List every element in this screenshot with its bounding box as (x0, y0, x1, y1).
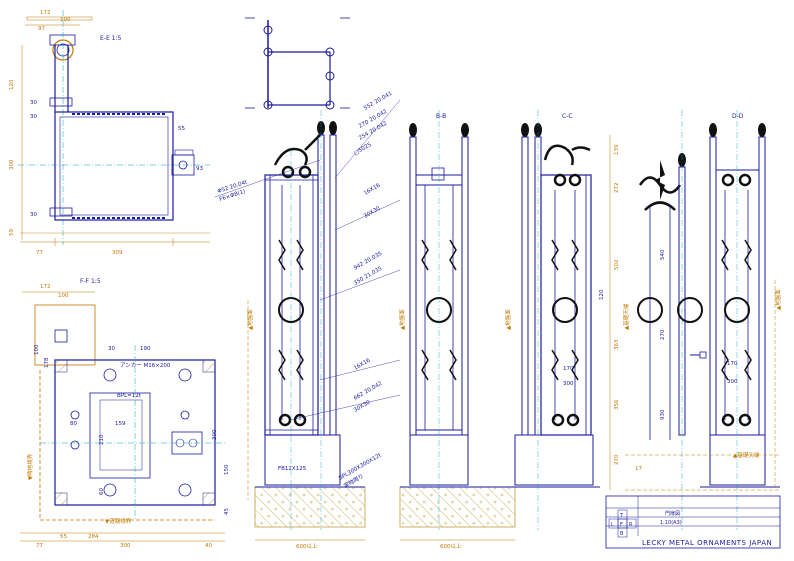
front-label-6: □5025 (353, 142, 373, 157)
base-dim-100: 100 (58, 293, 69, 299)
section-cc: C-C 170 300 120 ▲地盤面 139 272 502 363 356 (504, 110, 630, 530)
base-dim-300b: 300 (120, 543, 131, 549)
tb-b: B (620, 531, 624, 537)
section-dd: D-D 540 270 930 170 (625, 110, 782, 530)
front-label-8: 30X30 (363, 205, 382, 219)
plan-dim-172: 172 (40, 10, 51, 16)
cc-dim-300: 300 (563, 381, 574, 387)
cc-ground-label: ▲地盤面 (504, 309, 512, 330)
plan-dim-55: 55 (178, 126, 185, 132)
front-label-7: 16X16 (363, 182, 382, 196)
plan-dim-77: 77 (36, 250, 43, 256)
front-ground-label: ▲地盤面 (246, 309, 254, 330)
side-boundary-label: ▼隣地境界 (26, 453, 34, 480)
base-dim-77: 77 (36, 543, 43, 549)
dd-dim-300: 300 (727, 379, 738, 385)
cc-dim-170: 170 (563, 366, 574, 372)
dd-dim-17: 17 (635, 466, 642, 472)
dd-ground-label: ▲地盤面 (774, 289, 782, 310)
base-dim-284: 284 (88, 534, 99, 540)
plan-dim-59: 59 (9, 229, 15, 236)
base-dim-150: 150 (224, 464, 230, 475)
tb-company: LECKY METAL ORNAMENTS JAPAN (642, 539, 772, 547)
dd-dim-930: 930 (660, 409, 666, 420)
dim-356: 356 (614, 399, 620, 410)
plan-dim-97: 97 (38, 26, 45, 32)
base-dim-300: 300 (212, 429, 218, 440)
base-dim-159: 159 (115, 421, 126, 427)
plan-dim-100: 100 (60, 17, 71, 23)
section-dd-label: D-D (732, 113, 744, 120)
dim-272: 272 (614, 183, 620, 194)
road-boundary-label: ▼道路境界 (105, 517, 132, 525)
plan-dim-300: 300 (9, 159, 15, 170)
plan-dim-30b: 30 (30, 114, 37, 120)
section-bb: B-B 600以上 ▲地盤面 (398, 110, 516, 550)
base-dim-60: 60 (99, 488, 105, 495)
fl-label: ▲基礎天端 (622, 303, 630, 330)
dd-dim-540: 540 (660, 249, 666, 260)
dd-dim-170: 170 (727, 361, 738, 367)
base-dim-100b: 100 (34, 344, 40, 355)
front-width-label: 600以上 (296, 542, 318, 550)
dim-139: 139 (614, 144, 620, 155)
tb-r: R (629, 522, 633, 528)
dim-502: 502 (614, 260, 620, 271)
front-label-14: FB12X125 (278, 466, 307, 472)
dd-dim-270: 270 (660, 329, 666, 340)
plan-dim-93: 93 (196, 166, 203, 172)
base-dim-80: 80 (70, 421, 77, 427)
section-cc-label: C-C (562, 113, 573, 120)
base-dim-172: 172 (40, 284, 51, 290)
front-label-3: 552 20.041 (363, 91, 393, 112)
base-anchor-label: アンカー M16×200 (120, 362, 171, 369)
base-dim-30: 30 (108, 346, 115, 352)
plan-dim-309: 309 (112, 250, 123, 256)
cc-dim-120: 120 (599, 289, 605, 300)
section-bb-label: B-B (436, 113, 446, 120)
section-ff-label: F-F 1:5 (80, 278, 101, 285)
tb-scale: 1:10(A3) (660, 520, 682, 526)
tb-t: T (619, 513, 624, 519)
plan-dim-120: 120 (9, 79, 15, 90)
tb-drawing-name: 門扉図 (665, 510, 680, 517)
bb-width-label: 600以上 (440, 542, 462, 550)
tb-l: L (611, 522, 614, 528)
base-plate-label: BPL=12t (117, 393, 142, 399)
plan-view: 172 100 97 120 300 59 30 30 30 55 93 (9, 10, 210, 256)
bb-ground-label: ▲地盤面 (398, 309, 406, 330)
plan-dim-30c: 30 (30, 212, 37, 218)
plan-dim-30a: 30 (30, 100, 37, 106)
base-dim-178: 178 (44, 357, 50, 368)
base-dim-210: 210 (99, 434, 105, 445)
front-elevation: ΦS2 20.04t F6×Φ8(1) 552 20.041 270 20.04… (214, 91, 401, 550)
title-block: T F B L R 門扉図 1:10(A3) LECKY METAL ORNAM… (605, 495, 781, 549)
base-dim-40: 40 (205, 543, 212, 549)
tb-f: F (620, 522, 623, 528)
base-dim-45: 45 (224, 508, 230, 515)
base-plate-view: F-F 1:5 172 100 30 190 100 178 BPL=12t ア… (20, 278, 230, 549)
front-label-12: 662 20.042 (353, 381, 383, 402)
section-ee-label: E-E 1:5 (100, 35, 121, 42)
dim-363: 363 (614, 339, 620, 350)
dim-270: 270 (614, 454, 620, 465)
base-dim-55: 55 (60, 534, 67, 540)
base-dim-190: 190 (140, 346, 151, 352)
hinge-detail (245, 17, 350, 110)
